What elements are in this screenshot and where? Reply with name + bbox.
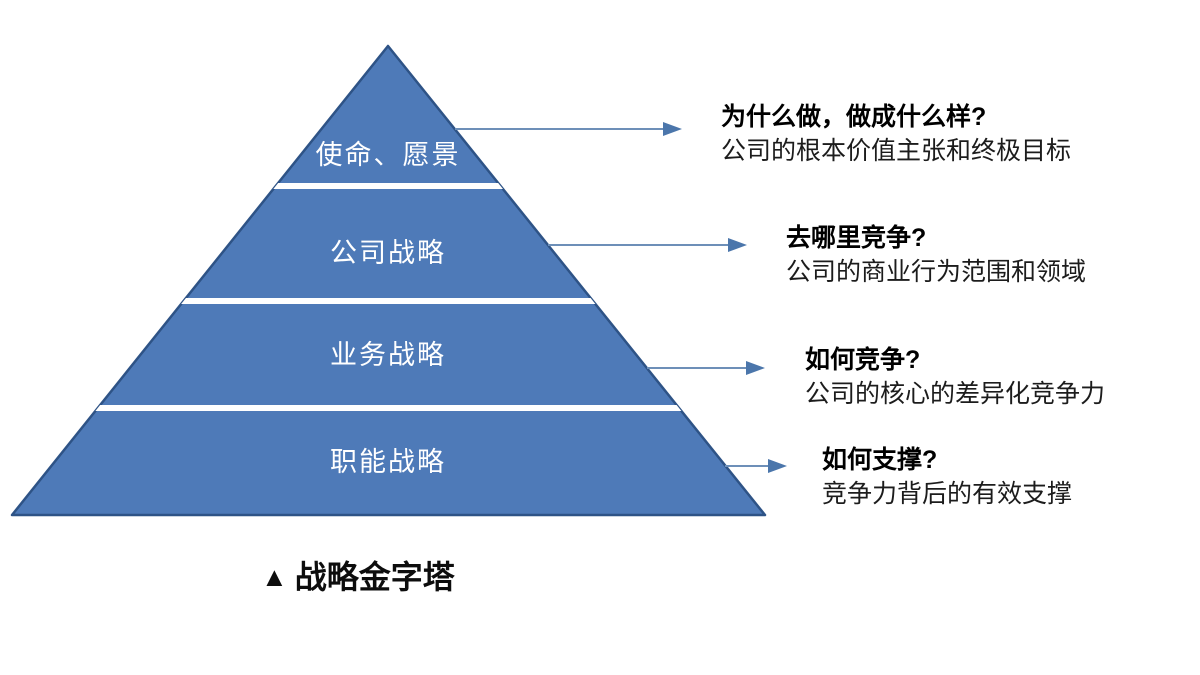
annotation-title: 如何竞争? xyxy=(805,346,921,374)
pyramid-level-corporate: 公司战略 xyxy=(330,238,446,268)
pyramid-shape xyxy=(10,44,767,517)
annotation-arrow-functional xyxy=(725,459,787,473)
pyramid-divider xyxy=(12,405,765,411)
annotation-mission: 为什么做，做成什么样? 公司的根本价值主张和终极目标 xyxy=(721,100,1071,168)
pyramid-divider xyxy=(12,298,765,304)
annotation-arrow-mission xyxy=(455,122,682,136)
pyramid-level-business: 业务战略 xyxy=(330,340,446,370)
annotation-title: 为什么做，做成什么样? xyxy=(721,103,987,131)
arrow-head-icon xyxy=(768,459,787,473)
pyramid-level-mission: 使命、愿景 xyxy=(315,140,461,170)
diagram-caption: ▲战略金字塔 xyxy=(261,557,455,599)
annotation-desc: 竞争力背后的有效支撑 xyxy=(822,480,1073,508)
annotation-business: 如何竞争? 公司的核心的差异化竞争力 xyxy=(805,343,1105,411)
annotation-arrow-business xyxy=(647,361,765,375)
annotation-desc: 公司的商业行为范围和领域 xyxy=(786,258,1087,286)
annotation-desc: 公司的根本价值主张和终极目标 xyxy=(721,137,1072,165)
annotation-title: 如何支撑? xyxy=(822,446,938,474)
arrow-head-icon xyxy=(746,361,765,375)
pyramid-divider xyxy=(12,183,765,189)
annotation-functional: 如何支撑? 竞争力背后的有效支撑 xyxy=(822,443,1072,511)
triangle-marker-icon: ▲ xyxy=(261,562,288,592)
pyramid-level-functional: 职能战略 xyxy=(330,447,446,477)
arrow-head-icon xyxy=(728,238,747,252)
annotation-corporate: 去哪里竞争? 公司的商业行为范围和领域 xyxy=(786,221,1086,289)
caption-text: 战略金字塔 xyxy=(294,559,455,595)
arrow-head-icon xyxy=(663,122,682,136)
annotation-desc: 公司的核心的差异化竞争力 xyxy=(805,380,1106,408)
annotation-arrow-corporate xyxy=(548,238,747,252)
annotation-title: 去哪里竞争? xyxy=(786,224,927,252)
